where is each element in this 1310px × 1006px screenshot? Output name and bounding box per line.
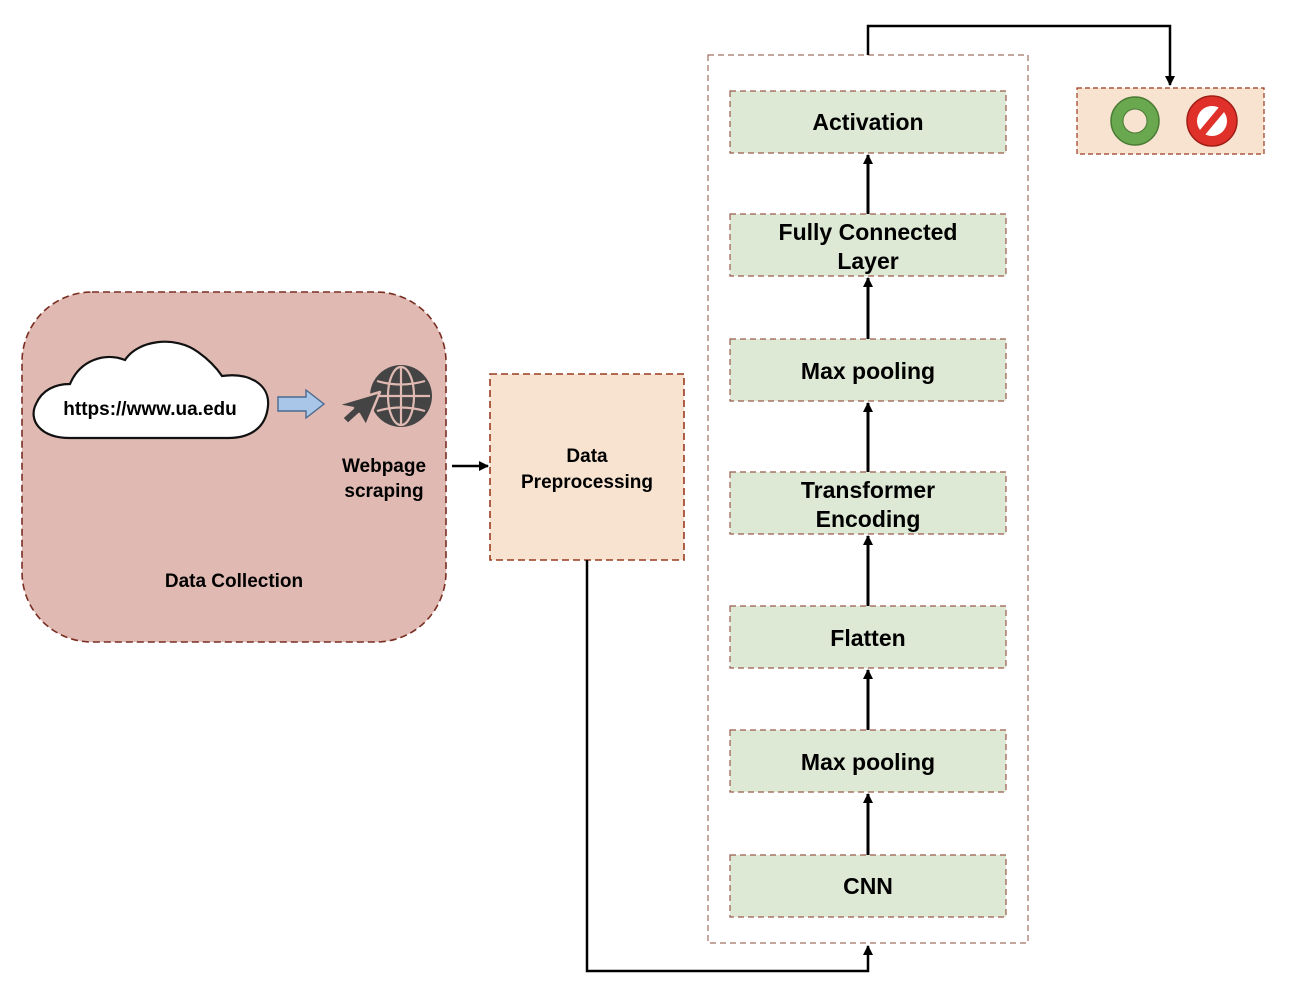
layer-activation: Activation <box>729 90 1007 154</box>
svg-text:CNN: CNN <box>843 873 893 899</box>
layer-transformer-encoding: Transformer Encoding <box>729 471 1007 535</box>
svg-text:Flatten: Flatten <box>830 625 905 651</box>
svg-text:Transformer: Transformer <box>801 477 935 503</box>
webpage-scraping-label-line1: Webpage <box>342 456 426 477</box>
svg-text:Max pooling: Max pooling <box>801 749 935 775</box>
layer-cnn: CNN <box>729 854 1007 918</box>
svg-text:Activation: Activation <box>812 109 923 135</box>
cloud-icon <box>32 340 270 440</box>
svg-text:Fully Connected: Fully Connected <box>779 219 958 245</box>
layer-max-pooling-top: Max pooling <box>729 338 1007 402</box>
layer-flatten: Flatten <box>729 605 1007 669</box>
svg-text:Layer: Layer <box>837 248 898 274</box>
layer-fully-connected: Fully Connected Layer <box>729 213 1007 277</box>
preprocessing-label-line1: Data <box>566 446 608 467</box>
preprocessing-label-line2: Preprocessing <box>521 472 653 493</box>
data-preprocessing-box <box>489 373 685 561</box>
prohibited-icon <box>1186 95 1238 147</box>
svg-text:Encoding: Encoding <box>816 506 921 532</box>
model-to-output-connector <box>866 24 1175 86</box>
small-right-arrow-icon <box>277 388 326 420</box>
layer-max-pooling-bottom: Max pooling <box>729 729 1007 793</box>
svg-text:Max pooling: Max pooling <box>801 358 935 384</box>
globe-cursor-icon <box>334 365 432 428</box>
webpage-scraping-label-line2: scraping <box>344 481 423 502</box>
preprocessing-to-model-connector <box>585 560 873 973</box>
url-label: https://www.ua.edu <box>63 399 236 420</box>
data-collection-title: Data Collection <box>165 571 303 592</box>
positive-circle-icon <box>1110 96 1160 146</box>
